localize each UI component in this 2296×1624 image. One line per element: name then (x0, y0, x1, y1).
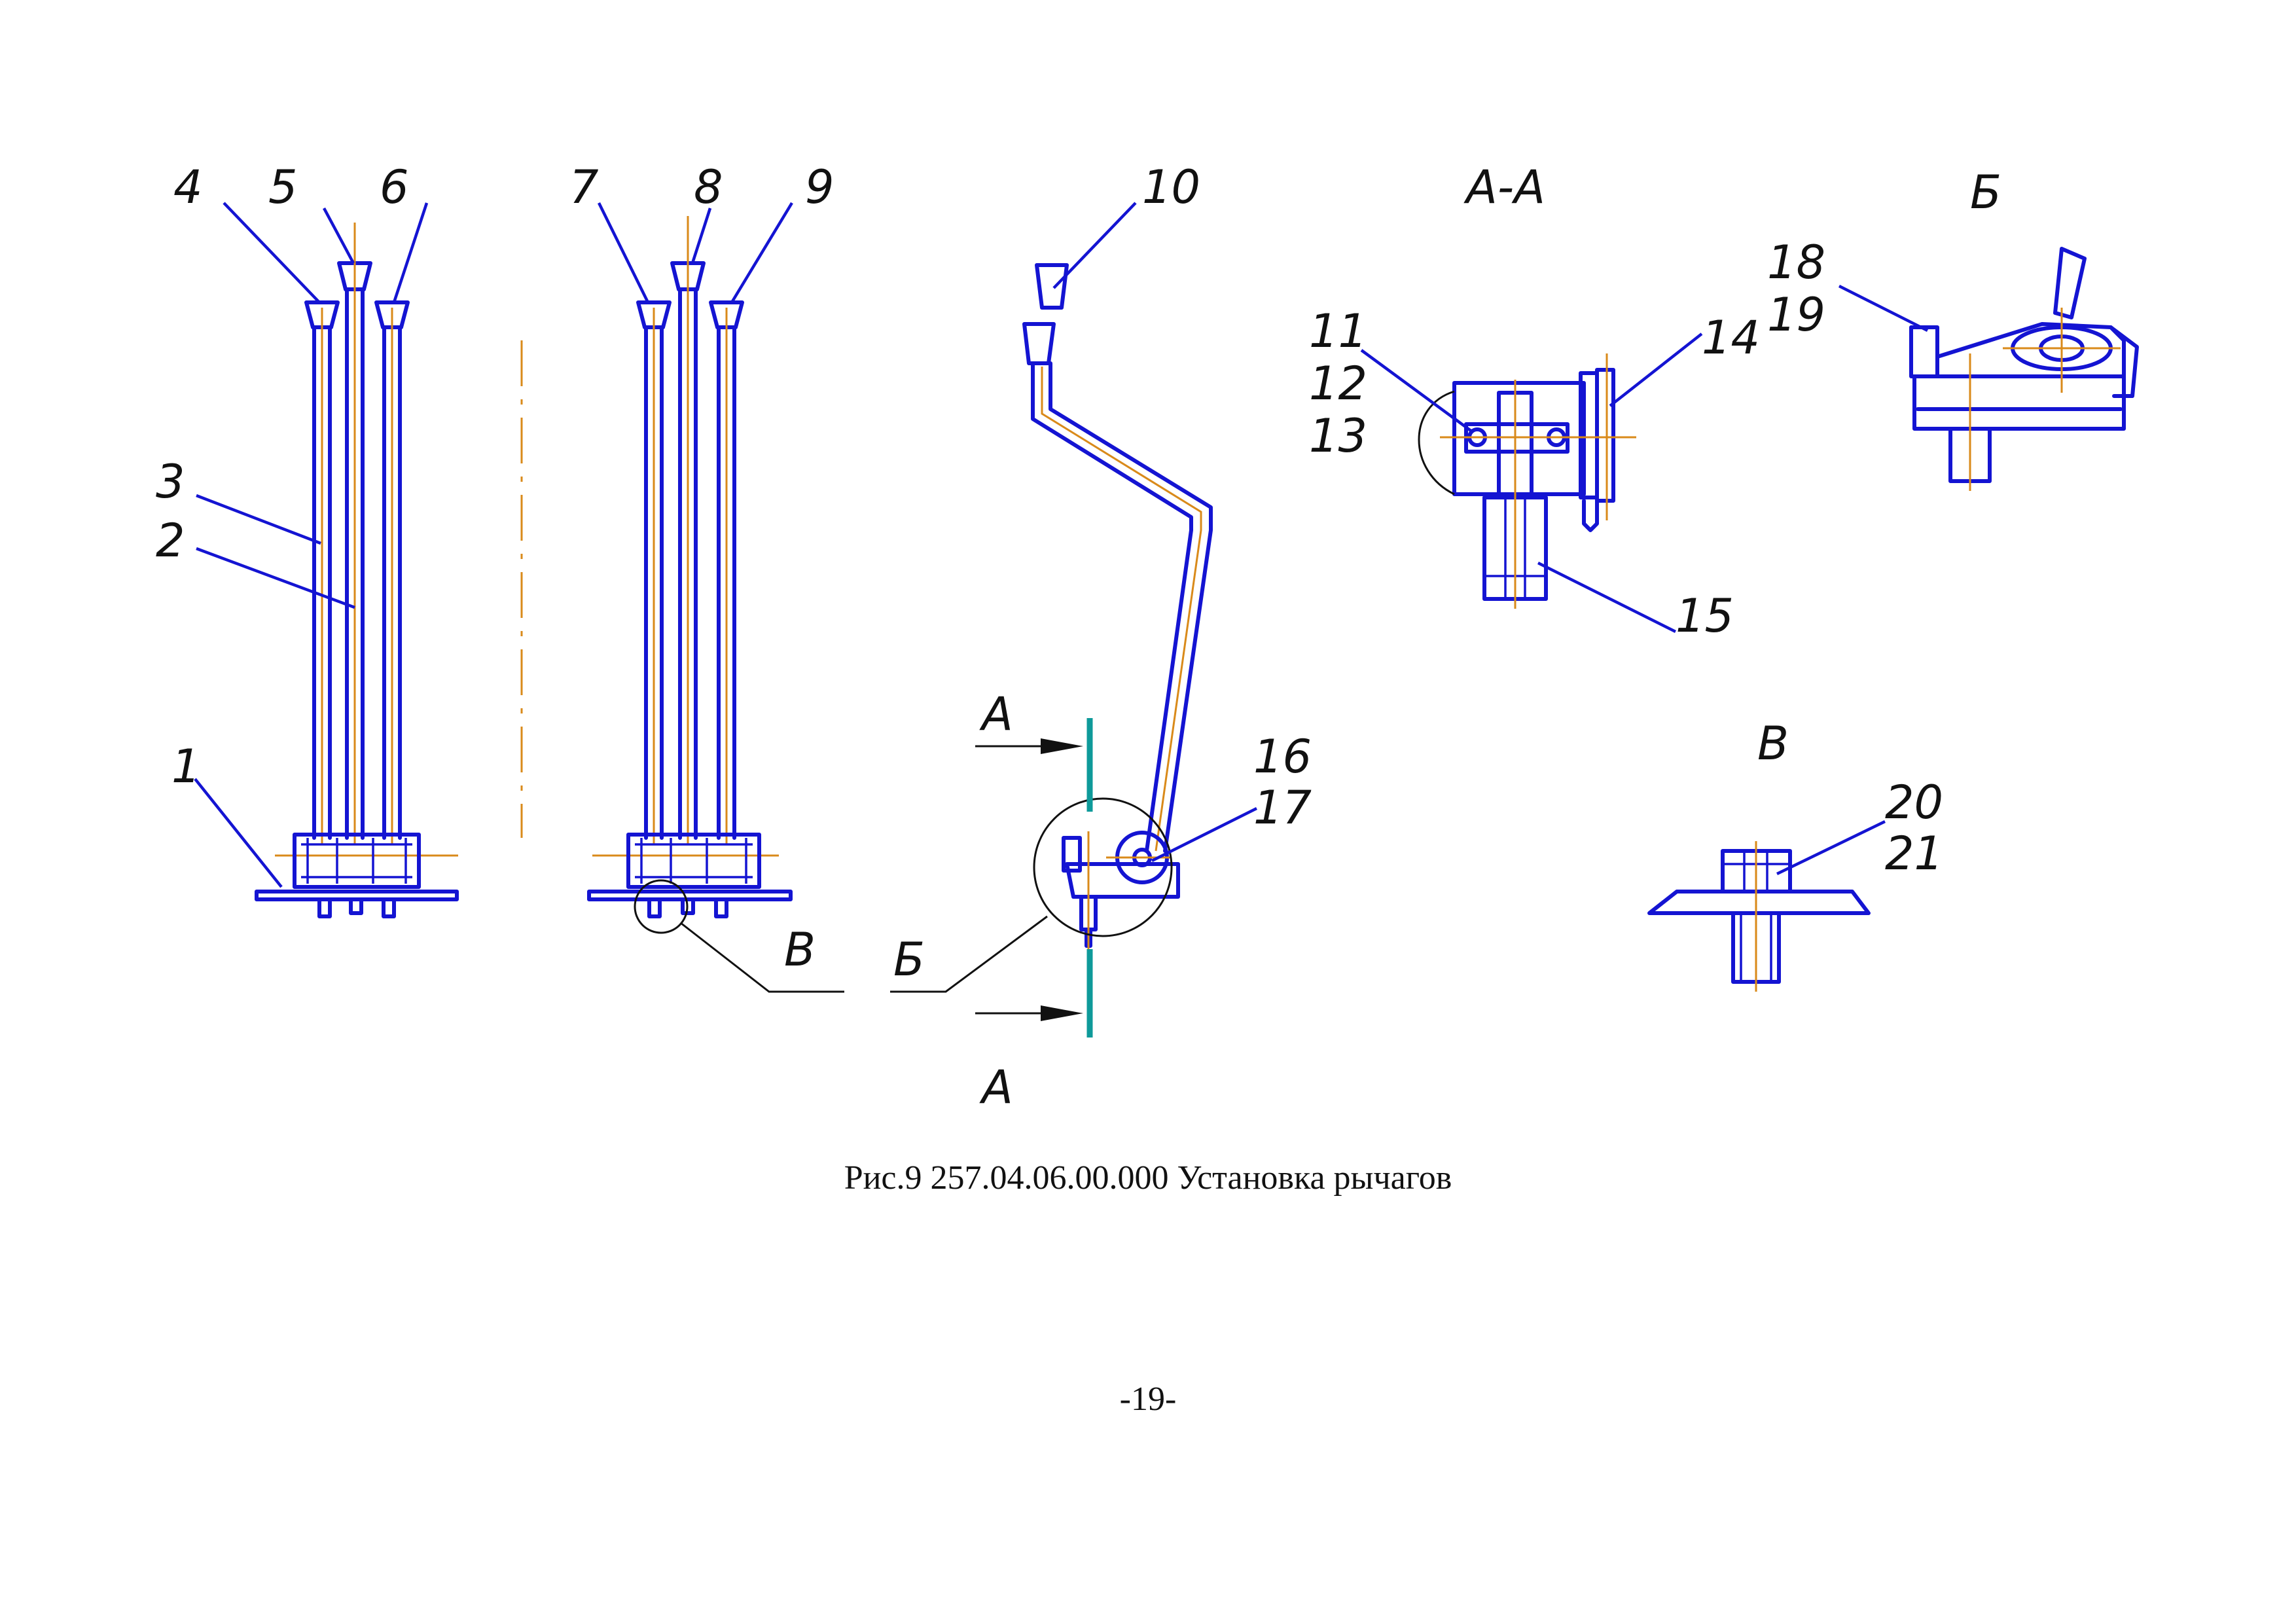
section-aa-pin (1582, 499, 1599, 532)
view-v-shank (1731, 911, 1781, 984)
part-number-13: 13 (1309, 409, 1367, 463)
view-b (1838, 247, 2139, 491)
rod-left-3 (382, 325, 402, 840)
part-number-18: 18 (1767, 236, 1825, 289)
knob-10-lower (1022, 322, 1056, 365)
part-number-5: 5 (268, 160, 298, 214)
section-arrowhead-upper (1041, 738, 1083, 754)
base-plate-left (255, 890, 459, 901)
pivot-clip (1062, 836, 1082, 873)
section-aa-axes (1440, 353, 1636, 609)
part-number-10: 10 (1142, 160, 1200, 214)
section-aa-view (1360, 333, 1703, 634)
leader-8 (691, 208, 712, 264)
part-number-1: 1 (171, 740, 201, 793)
page-number: -19- (1119, 1380, 1177, 1418)
bent-lever (1031, 361, 1213, 853)
view-v-title: В (1757, 717, 1789, 770)
figure-caption: Рис.9 257.04.06.00.000 Установка рычагов (844, 1159, 1452, 1197)
part-number-4: 4 (173, 160, 203, 214)
bolts-left (317, 897, 396, 918)
bent-lever-axis (1041, 367, 1202, 852)
part-number-7: 7 (569, 160, 599, 214)
view-ref-v: В (784, 923, 816, 977)
rod-mid-3 (717, 325, 736, 840)
part-number-20: 20 (1885, 776, 1943, 829)
leader-16-17 (1151, 806, 1258, 863)
leader-9 (730, 202, 793, 304)
leader-10 (1052, 202, 1137, 289)
rod-mid-2 (678, 287, 698, 840)
view-ref-b: Б (893, 933, 925, 986)
detail-circle-b (1033, 797, 1173, 937)
part-number-11: 11 (1309, 304, 1367, 358)
leader-1 (194, 778, 283, 888)
part-number-17: 17 (1253, 781, 1312, 835)
bolts-mid (647, 897, 728, 918)
section-aa-clevis (1464, 422, 1570, 454)
leader-20-21 (1776, 820, 1886, 876)
part-number-6: 6 (380, 160, 409, 214)
section-aa-housing (1452, 381, 1586, 496)
leader-2 (196, 547, 355, 609)
view-b-axes (1969, 308, 2121, 491)
view-b-lever (2053, 247, 2087, 319)
base-block-mid (626, 833, 761, 889)
side-lever-group (890, 202, 1258, 1038)
section-arrowhead-lower (1041, 1005, 1083, 1021)
part-number-19: 19 (1767, 288, 1825, 342)
part-number-9: 9 (805, 160, 834, 214)
leader-18-19 (1838, 284, 1929, 333)
part-number-3: 3 (156, 455, 185, 509)
part-number-8: 8 (694, 160, 723, 214)
left-lever-group (194, 202, 459, 918)
leader-14 (1609, 333, 1703, 407)
view-v-washer (1647, 890, 1871, 915)
view-v-thread (1740, 913, 1772, 982)
view-b-knuckle (2109, 325, 2139, 398)
part-number-12: 12 (1309, 357, 1367, 410)
section-arrow-label-lower: А (979, 1060, 1013, 1114)
section-aa-boss (1418, 390, 1455, 496)
base-plate-mid (587, 890, 793, 901)
rod-left-1 (312, 325, 332, 840)
middle-lever-group (587, 202, 844, 993)
leader-3 (196, 494, 321, 545)
leader-11-13 (1360, 349, 1474, 433)
part-number-16: 16 (1253, 730, 1312, 784)
base-block-left (293, 833, 421, 889)
pivot-axis (1087, 831, 1172, 956)
leader-4 (223, 202, 321, 304)
part-number-15: 15 (1676, 589, 1734, 643)
detail-circle-v (634, 879, 689, 934)
view-b-block (1909, 325, 1939, 378)
part-number-14: 14 (1702, 311, 1760, 365)
leader-6 (392, 202, 429, 303)
axis-mid-rods (653, 216, 728, 844)
rod-mid-1 (644, 325, 664, 840)
view-b-stem (1948, 427, 1992, 483)
leader-view-b (890, 915, 1048, 993)
section-aa-flange (1579, 368, 1615, 503)
section-aa-title: А-А (1463, 160, 1545, 214)
view-b-base (1912, 374, 2126, 431)
leader-view-v (680, 922, 844, 993)
part-number-21: 21 (1885, 827, 1943, 880)
leader-5 (323, 207, 355, 264)
section-arrow-label-upper: А (979, 687, 1013, 741)
pivot-bracket (1065, 862, 1180, 899)
part-number-2: 2 (156, 514, 185, 568)
leader-15 (1537, 561, 1677, 634)
knob-10-top (1035, 263, 1069, 310)
rod-left-2 (345, 287, 365, 840)
axis-left-rods (321, 223, 393, 844)
view-v (1647, 820, 1886, 992)
view-b-title: Б (1970, 166, 2001, 219)
base-block-left-detail (301, 838, 412, 884)
leader-7 (597, 202, 650, 303)
base-block-mid-detail (635, 838, 753, 884)
